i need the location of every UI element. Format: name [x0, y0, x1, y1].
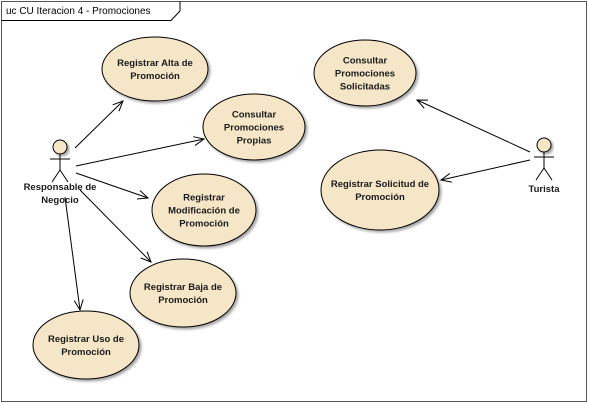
use-case-label: Promociones [335, 69, 395, 80]
actor-figure-icon [534, 137, 554, 181]
arrowhead [136, 190, 150, 200]
associations [64, 99, 531, 312]
use-case-label: Registrar Uso de [48, 334, 124, 345]
association-responsable-to-uc_baja [79, 189, 152, 263]
use-case-ellipse [151, 173, 257, 247]
association-responsable-to-uc_modificacion [75, 172, 150, 200]
arrowhead [193, 136, 206, 146]
use-case-label: Registrar [183, 193, 225, 204]
use-case-label: Registrar Baja de [144, 282, 222, 293]
use-case-label: Consultar [232, 110, 277, 121]
frame-title-tab [1, 1, 181, 21]
actor-label: Negocio [41, 195, 79, 206]
arrowhead [73, 299, 84, 312]
association-turista-to-uc_consultar_solicitadas [415, 99, 531, 153]
actors: Responsable de Negocio Turista [24, 137, 561, 206]
actor-label: Responsable de [24, 182, 97, 193]
use-case-label: Promoción [61, 347, 111, 358]
use-case-label: Solicitadas [340, 82, 390, 93]
use-case-uc-uso[interactable]: Registrar Uso de Promoción [32, 310, 140, 380]
use-case-ellipse [202, 93, 306, 161]
arrowhead [140, 251, 152, 263]
actor-figure-icon [50, 139, 70, 183]
use-case-label: Promoción [355, 192, 405, 203]
use-case-label: Propias [237, 136, 272, 147]
actor-responsable[interactable]: Responsable de Negocio [24, 139, 97, 206]
actor-label: Turista [529, 184, 561, 195]
use-case-ellipse [129, 258, 237, 328]
association-responsable-to-uc_consultar_propias [75, 136, 206, 167]
use-case-label: Registrar Alta de [117, 58, 193, 69]
frame-title: uc CU Iteracion 4 - Promociones [6, 6, 151, 17]
arrowhead [415, 99, 429, 109]
use-cases: Registrar Alta dePromociónConsultarPromo… [32, 36, 440, 380]
use-case-label: Promociones [224, 123, 284, 134]
use-case-label: Modificación de [168, 206, 240, 217]
use-case-ellipse [101, 36, 209, 102]
association-responsable-to-uc_alta [74, 100, 124, 149]
use-case-ellipse [32, 310, 140, 380]
use-case-ellipse [320, 149, 440, 231]
use-case-uc-baja[interactable]: Registrar Baja de Promoción [129, 258, 237, 328]
use-case-uc-solicitud[interactable]: Registrar Solicitud de Promoción [320, 149, 440, 231]
association-turista-to-uc_solicitud [439, 159, 531, 183]
arrowhead [439, 173, 452, 183]
arrowhead [112, 100, 124, 112]
use-case-uc-alta[interactable]: Registrar Alta de Promoción [101, 36, 209, 102]
use-case-label: Registrar Solicitud de [331, 179, 429, 190]
use-case-label: Promoción [130, 71, 180, 82]
use-case-label: Promoción [158, 295, 208, 306]
use-case-label: Promoción [179, 219, 229, 230]
use-case-label: Consultar [343, 56, 388, 67]
association-responsable-to-uc_uso [64, 196, 84, 312]
use-case-ellipse [313, 39, 417, 107]
actor-turista[interactable]: Turista [529, 137, 561, 195]
